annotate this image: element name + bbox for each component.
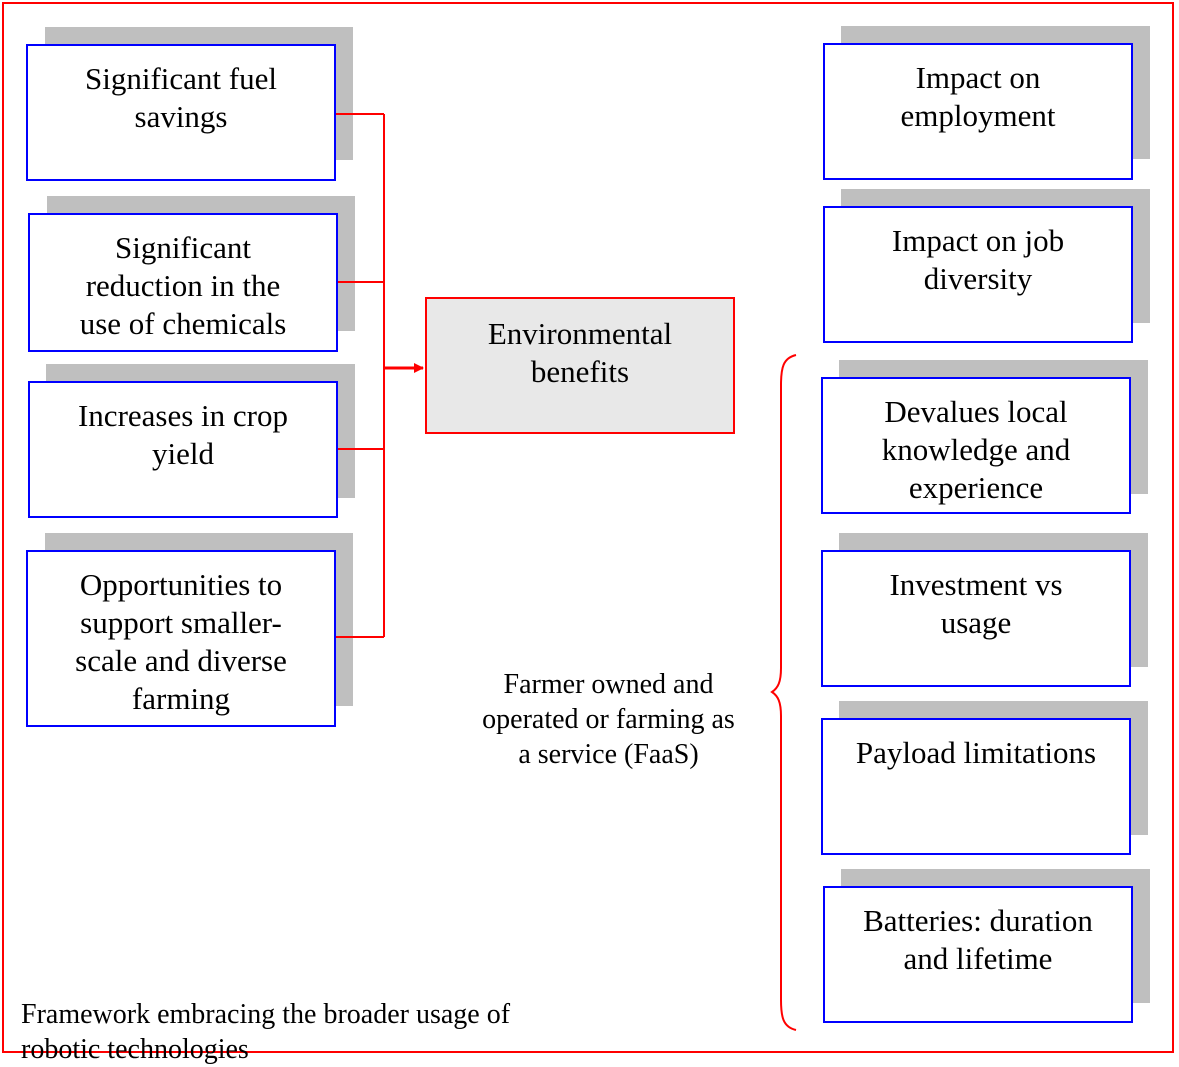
brace-label: Farmer owned and operated or farming as … [466,632,751,772]
environmental-benefits-label: Environmental benefits [487,316,673,389]
farming-model-label: Farmer owned and operated or farming as … [482,669,735,770]
factor-local-knowledge-label: Devalues local knowledge and experience [881,394,1071,505]
factor-job-diversity: Impact on job diversity [823,206,1133,343]
factor-payload-limitations-label: Payload limitations [855,735,1097,770]
factor-investment-usage-label: Investment vs usage [889,567,1063,640]
factor-crop-yield-label: Increases in crop yield [77,398,288,471]
framework-caption: Framework embracing the broader usage of… [21,962,581,1067]
framework-border [2,2,1174,1053]
factor-fuel-savings-label: Significant fuel savings [85,61,277,134]
factor-payload-limitations: Payload limitations [821,718,1131,855]
factor-chemical-reduction-label: Significant reduction in the use of chem… [79,230,287,341]
environmental-benefits-box: Environmental benefits [425,297,735,434]
factor-batteries-label: Batteries: duration and lifetime [863,903,1093,976]
factor-smaller-scale-farming-label: Opportunities to support smaller- scale … [75,567,287,716]
framework-caption-text: Framework embracing the broader usage of… [21,999,511,1065]
factor-batteries: Batteries: duration and lifetime [823,886,1133,1023]
factor-job-diversity-label: Impact on job diversity [891,223,1065,296]
factor-employment-impact: Impact on employment [823,43,1133,180]
factor-fuel-savings: Significant fuel savings [26,44,336,181]
factor-smaller-scale-farming: Opportunities to support smaller- scale … [26,550,336,727]
factor-investment-usage: Investment vs usage [821,550,1131,687]
factor-chemical-reduction: Significant reduction in the use of chem… [28,213,338,352]
factor-crop-yield: Increases in crop yield [28,381,338,518]
factor-local-knowledge: Devalues local knowledge and experience [821,377,1131,514]
right-curly-brace [770,354,797,1031]
factor-employment-impact-label: Impact on employment [900,60,1056,133]
